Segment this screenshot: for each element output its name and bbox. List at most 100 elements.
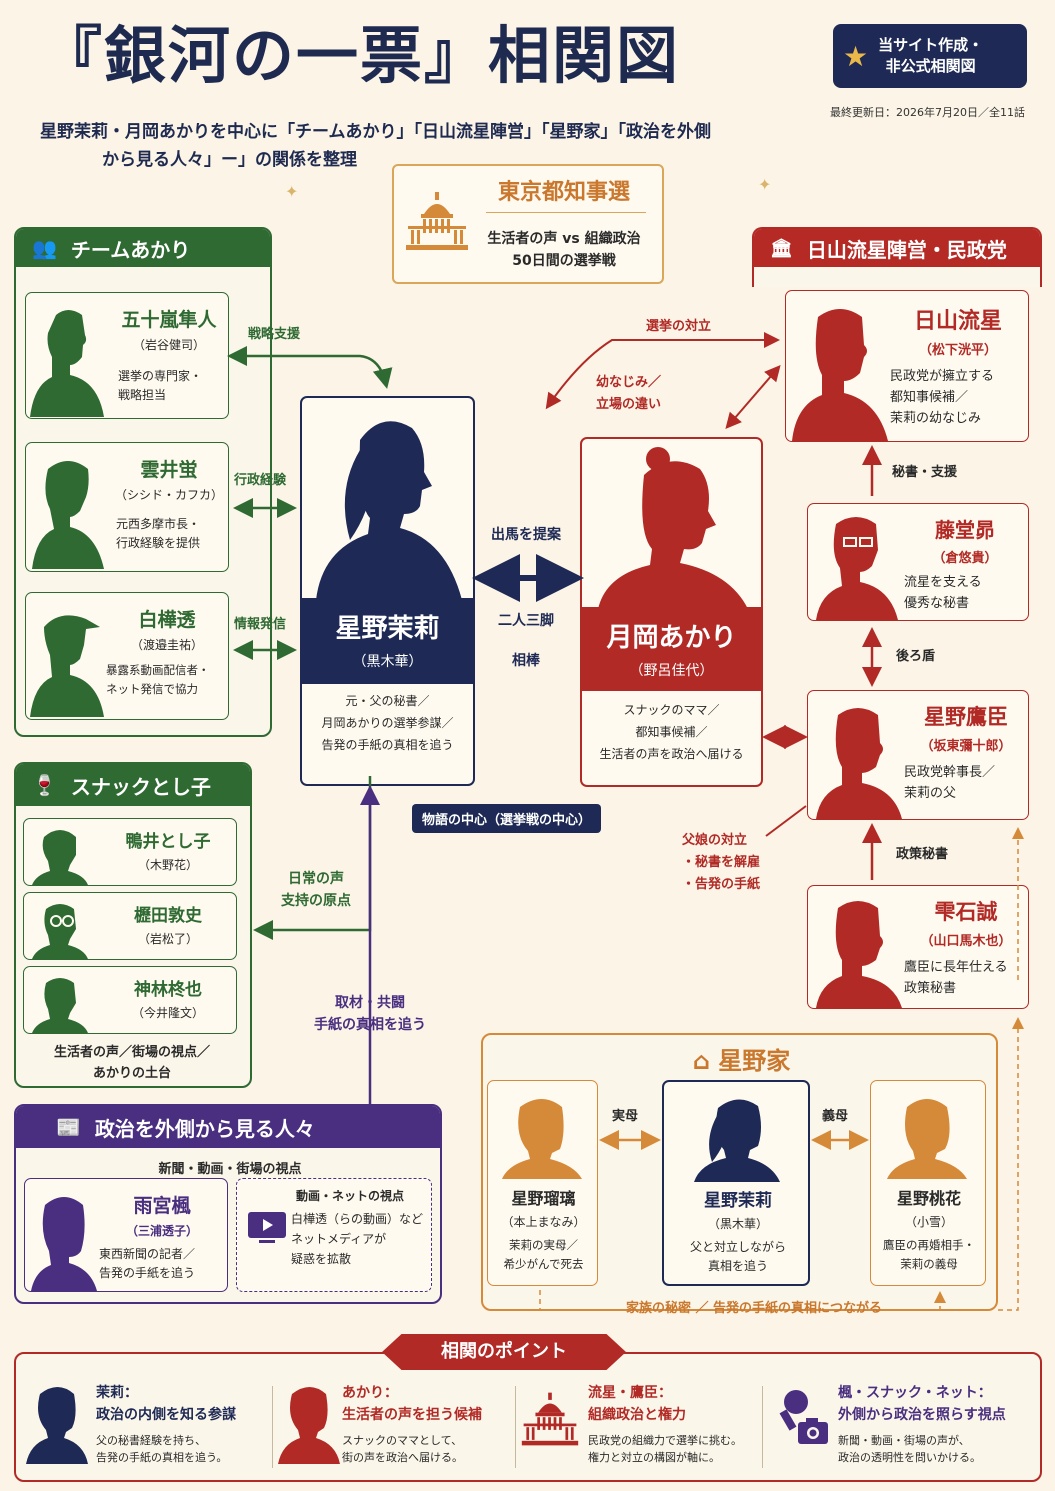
member-name: 藤堂昴: [935, 518, 995, 542]
subtitle-line2: から見る人々」ー」の関係を整理: [102, 150, 357, 170]
point-head2: 生活者の声を担う候補: [342, 1407, 482, 1423]
snack-member-card[interactable]: 鴨井とし子 （木野花）: [23, 818, 237, 886]
point-desc: 民政党の組織力で選挙に挑む。: [588, 1434, 742, 1447]
member-name: 雲井蛍: [140, 459, 198, 481]
takaomi-card[interactable]: 星野鷹臣 （坂東彌十郎） 民政党幹事長／ 茉莉の父: [807, 690, 1029, 820]
point-desc: スナックのママとして、: [342, 1434, 463, 1447]
akari-desc: スナックのママ／ 都知事候補／ 生活者の声を政治へ届ける: [582, 699, 761, 765]
mari-actor: （黒木華）: [352, 654, 423, 670]
mari-name-block: 星野茉莉 （黒木華）: [302, 598, 473, 684]
akari-card[interactable]: 月岡あかり （野呂佳代） スナックのママ／ 都知事候補／ 生活者の声を政治へ届け…: [580, 437, 763, 787]
todo-card[interactable]: 藤堂昴 （倉悠貴） 流星を支える 優秀な秘書: [807, 503, 1029, 621]
hiyama-card[interactable]: 日山流星 （松下洸平） 民政党が擁立する 都知事候補／ 茉莉の幼なじみ: [785, 290, 1029, 442]
relation-backing: 後ろ盾: [896, 649, 936, 664]
election-desc: 生活者の声 vs 組織政治 50日間の選挙戦: [474, 228, 654, 272]
snack-member-card[interactable]: 神林柊也 （今井隆文）: [23, 966, 237, 1034]
media-desc-line: 白樺透（らの動画）など: [291, 1212, 424, 1226]
mari-desc-line: 告発の手紙の真相を追う: [321, 738, 454, 752]
female-silhouette-icon: [32, 830, 88, 885]
member-card-shirakaba[interactable]: 白樺透 （渡邉圭祐） 暴露系動画配信者・ ネット発信で協力: [25, 592, 229, 720]
momoka-card[interactable]: 星野桃花 （小雪） 鷹臣の再婚相手・ 茉莉の義母: [870, 1080, 986, 1286]
member-actor: （山口馬木也）: [920, 934, 1012, 949]
member-desc: ネット発信で協力: [106, 682, 198, 696]
member-desc: 戦略担当: [118, 388, 167, 402]
relation-biomother: 実母: [612, 1109, 639, 1124]
female-ponytail-silhouette-icon: [316, 421, 462, 600]
capitol-icon: [521, 1392, 579, 1446]
member-desc: 茉莉の実母／: [509, 1238, 578, 1252]
relation-partner1: 二人三脚: [498, 613, 554, 629]
female-silhouette-icon: [502, 1099, 582, 1179]
member-actor: （松下洸平）: [918, 343, 997, 358]
election-title: 東京都知事選: [497, 180, 630, 205]
mari-card[interactable]: 星野茉莉 （黒木華） 元・父の秘書／ 月岡あかりの選挙参謀／ 告発の手紙の真相を…: [300, 396, 475, 786]
subtitle: 星野茉莉・月岡あかりを中心に「チームあかり」「日山流星陣営」「星野家」「政治を外…: [40, 118, 790, 174]
person-desc: 東西新聞の記者／: [99, 1247, 196, 1261]
male-silhouette-icon: [32, 978, 88, 1033]
amamiya-card[interactable]: 雨宮楓 （三浦透子） 東西新聞の記者／ 告発の手紙を追う: [24, 1178, 228, 1292]
microphone-camera-icon: [779, 1390, 828, 1444]
female-silhouette-icon: [887, 1099, 967, 1179]
election-line1: 生活者の声 vs 組織政治: [487, 231, 641, 247]
member-name: 日山流星: [913, 309, 1002, 334]
outside-sub: 新聞・動画・街場の視点: [158, 1162, 302, 1177]
female-silhouette-icon: [32, 461, 104, 569]
point-head1: 茉莉：: [96, 1385, 138, 1401]
relation-strategy: 戦略支援: [248, 327, 301, 342]
building-icon: 🏛: [770, 237, 793, 259]
story-center-label: 物語の中心（選挙戦の中心）: [412, 804, 602, 833]
member-name: 星野瑠璃: [511, 1189, 576, 1208]
member-actor: （倉悠貴）: [932, 551, 998, 566]
point-head1: 楓・スナック・ネット：: [838, 1385, 992, 1401]
member-actor: （本上まなみ）: [501, 1215, 586, 1229]
point-desc: 街の声を政治へ届ける。: [342, 1451, 463, 1464]
family-secret-label: 家族の秘密 ／ 告発の手紙の真相につながる: [625, 1301, 883, 1316]
point-item: あかり： 生活者の声を担う候補 スナックのママとして、 街の声を政治へ届ける。: [278, 1378, 514, 1474]
member-desc: 政策秘書: [904, 981, 957, 996]
point-desc: 政治の透明性を問いかける。: [838, 1451, 981, 1464]
relation-info: 情報発信: [234, 617, 287, 632]
media-desc: 白樺透（らの動画）など ネットメディアが 疑惑を拡散: [291, 1209, 431, 1269]
media-card[interactable]: 動画・ネットの視点 白樺透（らの動画）など ネットメディアが 疑惑を拡散: [236, 1178, 432, 1292]
akari-desc-line: スナックのママ／: [623, 703, 720, 717]
media-desc-line: 疑惑を拡散: [291, 1252, 352, 1266]
snack-member-card[interactable]: 櫪田敦史 （岩松了）: [23, 892, 237, 960]
member-name: 星野茉莉: [704, 1191, 772, 1211]
point-head2: 外側から政治を照らす視点: [838, 1407, 1006, 1423]
member-desc: 希少がんで死去: [503, 1257, 584, 1271]
shizukuishi-card[interactable]: 雫石誠 （山口馬木也） 鷹臣に長年仕える 政策秘書: [807, 885, 1029, 1009]
point-head2: 政治の内側を知る参謀: [96, 1407, 236, 1423]
ruri-card[interactable]: 星野瑠璃 （本上まなみ） 茉莉の実母／ 希少がんで死去: [487, 1080, 598, 1286]
point-head1: あかり：: [342, 1385, 398, 1401]
female-silhouette-icon: [278, 1387, 340, 1464]
member-card-igarashi[interactable]: 五十嵐隼人 （岩谷健司） 選挙の専門家・ 戦略担当: [25, 292, 229, 419]
person-actor: （三浦透子）: [125, 1224, 198, 1238]
member-actor: （坂東彌十郎）: [920, 739, 1012, 754]
male-silhouette-icon: [816, 901, 902, 1008]
relation-partner2: 相棒: [512, 653, 540, 669]
female-ponytail-silhouette-icon: [694, 1099, 780, 1182]
member-desc: 民政党が擁立する: [890, 369, 995, 384]
member-card-kumoi[interactable]: 雲井蛍 （シシド・カフカ） 元西多摩市長・ 行政経験を提供: [25, 442, 229, 572]
team-akari-title: チームあかり: [70, 237, 191, 262]
member-actor: （今井隆文）: [131, 1006, 204, 1020]
capitol-icon: [406, 192, 468, 250]
relation-father-daughter: 父娘の対立 ・秘書を解雇 ・告発の手紙: [682, 830, 760, 896]
member-name: 雫石誠: [934, 900, 998, 924]
member-actor: （渡邉圭祐）: [130, 638, 203, 652]
relation-childhood-line1: 幼なじみ／: [596, 375, 662, 390]
family-mari-card[interactable]: 星野茉莉 （黒木華） 父と対立しながら 真相を追う: [662, 1080, 810, 1286]
relation-coverage-line1: 取材・共闘: [335, 995, 405, 1011]
mari-desc-line: 月岡あかりの選挙参謀／: [321, 716, 454, 730]
sparkle-icon: ✦: [758, 175, 772, 194]
wine-bottle-icon: 🍷: [32, 773, 57, 797]
relation-childhood-line2: 立場の違い: [596, 397, 662, 412]
member-name: 五十嵐隼人: [121, 309, 217, 331]
cap-silhouette-icon: [30, 615, 104, 717]
hoshino-family-header: ⌂ 星野家: [483, 1041, 1000, 1076]
point-head1: 流星・鷹臣：: [588, 1385, 672, 1401]
member-name: 白樺透: [138, 609, 196, 631]
points-title: 相関のポイント: [382, 1334, 626, 1370]
akari-name: 月岡あかり: [606, 623, 737, 653]
member-desc: 茉莉の父: [904, 786, 957, 801]
